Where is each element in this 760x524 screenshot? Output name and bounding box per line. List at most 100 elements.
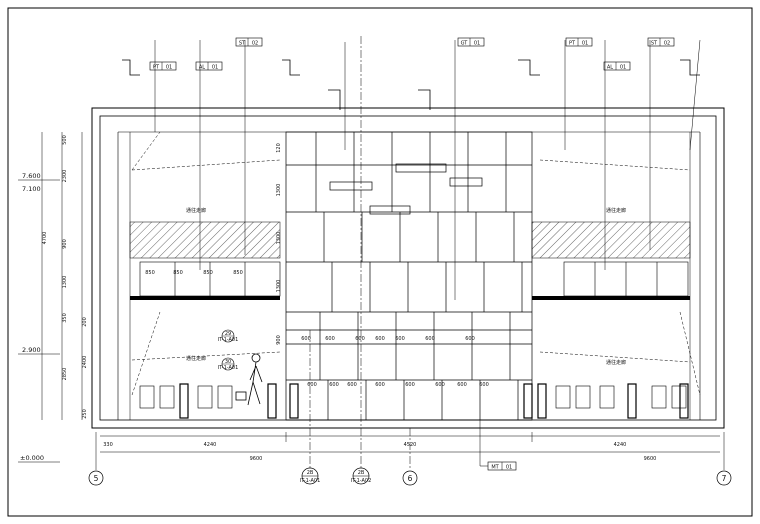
bottom-material-tag: MT 01 bbox=[479, 420, 517, 471]
material-tag-3: ST 02 bbox=[235, 37, 263, 47]
left-small-dim-3: 850 bbox=[203, 270, 213, 276]
left-dim-3: 4700 bbox=[42, 232, 48, 245]
center-dim-2: 1300 bbox=[276, 184, 282, 197]
left-dim-8: 2400 bbox=[82, 356, 88, 369]
bottom-dim-6: 9600 bbox=[644, 456, 657, 462]
left-dim-6: 350 bbox=[62, 313, 68, 323]
row-dim-lower-6: 600 bbox=[435, 382, 445, 388]
row-dim-lower-8: 600 bbox=[479, 382, 489, 388]
svg-text:IT-1-A01: IT-1-A01 bbox=[218, 365, 239, 371]
left-small-dim-1: 850 bbox=[145, 270, 155, 276]
room-label-upper-left: 通往走廊 bbox=[186, 207, 206, 214]
svg-text:29: 29 bbox=[225, 331, 231, 337]
center-dim-5: 900 bbox=[276, 335, 282, 345]
material-tag-1: PT 01 bbox=[149, 61, 177, 71]
tag-code: AL bbox=[199, 65, 205, 71]
bottom-dim-4: 4240 bbox=[614, 442, 627, 448]
row-dim-lower-1: 600 bbox=[307, 382, 317, 388]
left-small-dim-2: 850 bbox=[173, 270, 183, 276]
bottom-dim-3: 4520 bbox=[404, 442, 417, 448]
center-dim-4: 1300 bbox=[276, 280, 282, 293]
svg-text:IT-1-A02: IT-1-A02 bbox=[351, 478, 372, 484]
row-dim-upper-2: 600 bbox=[325, 336, 335, 342]
tag-code: GT bbox=[461, 41, 469, 47]
left-hatched-soffit bbox=[129, 221, 281, 259]
material-tag-4: GT 01 bbox=[457, 37, 485, 47]
sheet-border bbox=[7, 7, 753, 517]
mezzanine-slab bbox=[130, 296, 690, 300]
left-dim-10: 250 bbox=[82, 409, 88, 419]
dashed-leaders bbox=[131, 131, 701, 396]
tag-code: PT bbox=[569, 41, 576, 47]
left-cabinets bbox=[139, 261, 689, 297]
material-tag-6: AL 01 bbox=[603, 61, 631, 71]
row-dim-upper-4: 600 bbox=[375, 336, 385, 342]
svg-text:2B: 2B bbox=[358, 470, 365, 476]
row-dim-lower-3: 600 bbox=[347, 382, 357, 388]
tag-code: PT bbox=[153, 65, 160, 71]
svg-text:IT-1-A01: IT-1-A01 bbox=[218, 337, 239, 343]
svg-text:IT-1-A01: IT-1-A01 bbox=[300, 478, 321, 484]
detail-marker-29: 29 IT-1-A01 bbox=[218, 329, 239, 343]
svg-text:7: 7 bbox=[722, 474, 727, 483]
svg-text:2B: 2B bbox=[307, 470, 314, 476]
row-dim-lower-5: 600 bbox=[405, 382, 415, 388]
row-dim-lower-2: 600 bbox=[329, 382, 339, 388]
bottom-dimension-chain bbox=[95, 432, 725, 470]
grid-bubble-5: 5 bbox=[88, 470, 104, 486]
row-dim-lower-7: 600 bbox=[457, 382, 467, 388]
left-dim-1: 500 bbox=[62, 135, 68, 145]
center-dim-1: 120 bbox=[276, 143, 282, 153]
left-dim-5: 1300 bbox=[62, 276, 68, 289]
elevation-7600: 7.600 bbox=[22, 172, 41, 180]
tag-number: 01 bbox=[166, 65, 172, 71]
detail-marker-30: 30 IT-1-A01 bbox=[218, 357, 239, 371]
tag-number: 01 bbox=[582, 41, 588, 47]
svg-text:MT: MT bbox=[491, 465, 499, 471]
top-wall-ticks bbox=[122, 59, 700, 110]
tag-number: 01 bbox=[474, 41, 480, 47]
row-dim-upper-6: 600 bbox=[425, 336, 435, 342]
left-small-dim-4: 850 bbox=[233, 270, 243, 276]
elevation-2900: 2.900 bbox=[22, 346, 41, 354]
tag-number: 02 bbox=[252, 41, 258, 47]
tag-leaders bbox=[154, 39, 701, 300]
tag-number: 01 bbox=[212, 65, 218, 71]
svg-text:01: 01 bbox=[506, 465, 512, 471]
section-bubble-1: 2B IT-1-A01 bbox=[300, 467, 321, 485]
tag-code: ST bbox=[239, 41, 246, 47]
svg-text:5: 5 bbox=[94, 474, 99, 483]
elevation-0000: ±0.000 bbox=[20, 454, 44, 462]
row-dim-upper-5: 600 bbox=[395, 336, 405, 342]
material-tag-2: AL 01 bbox=[195, 61, 223, 71]
tag-number: 02 bbox=[664, 41, 670, 47]
room-label-lower-right: 通往走廊 bbox=[606, 359, 626, 366]
tag-number: 01 bbox=[620, 65, 626, 71]
left-dim-7: 200 bbox=[82, 317, 88, 327]
right-hatched-soffit bbox=[531, 221, 691, 259]
left-dim-4: 900 bbox=[62, 239, 68, 249]
left-dim-2: 2300 bbox=[62, 170, 68, 183]
row-dim-upper-7: 600 bbox=[465, 336, 475, 342]
grid-bubble-6: 6 bbox=[402, 470, 418, 486]
tag-code: AL bbox=[607, 65, 613, 71]
central-panel-wall bbox=[285, 131, 533, 421]
grid-bubble-7: 7 bbox=[716, 470, 732, 486]
svg-text:6: 6 bbox=[408, 474, 413, 483]
bottom-dim-5: 9600 bbox=[250, 456, 263, 462]
row-dim-lower-4: 600 bbox=[375, 382, 385, 388]
row-dim-upper-3: 600 bbox=[355, 336, 365, 342]
elevation-markers bbox=[18, 179, 60, 463]
floor-blocks bbox=[139, 383, 689, 419]
bottom-dim-1: 330 bbox=[103, 442, 113, 448]
section-bubble-2: 2B IT-1-A02 bbox=[351, 467, 372, 485]
material-tag-5: PT 01 bbox=[565, 37, 593, 47]
grid-axis-lines bbox=[309, 36, 411, 470]
room-label-lower-left: 通往走廊 bbox=[186, 355, 206, 362]
center-dim-3: 1300 bbox=[276, 232, 282, 245]
